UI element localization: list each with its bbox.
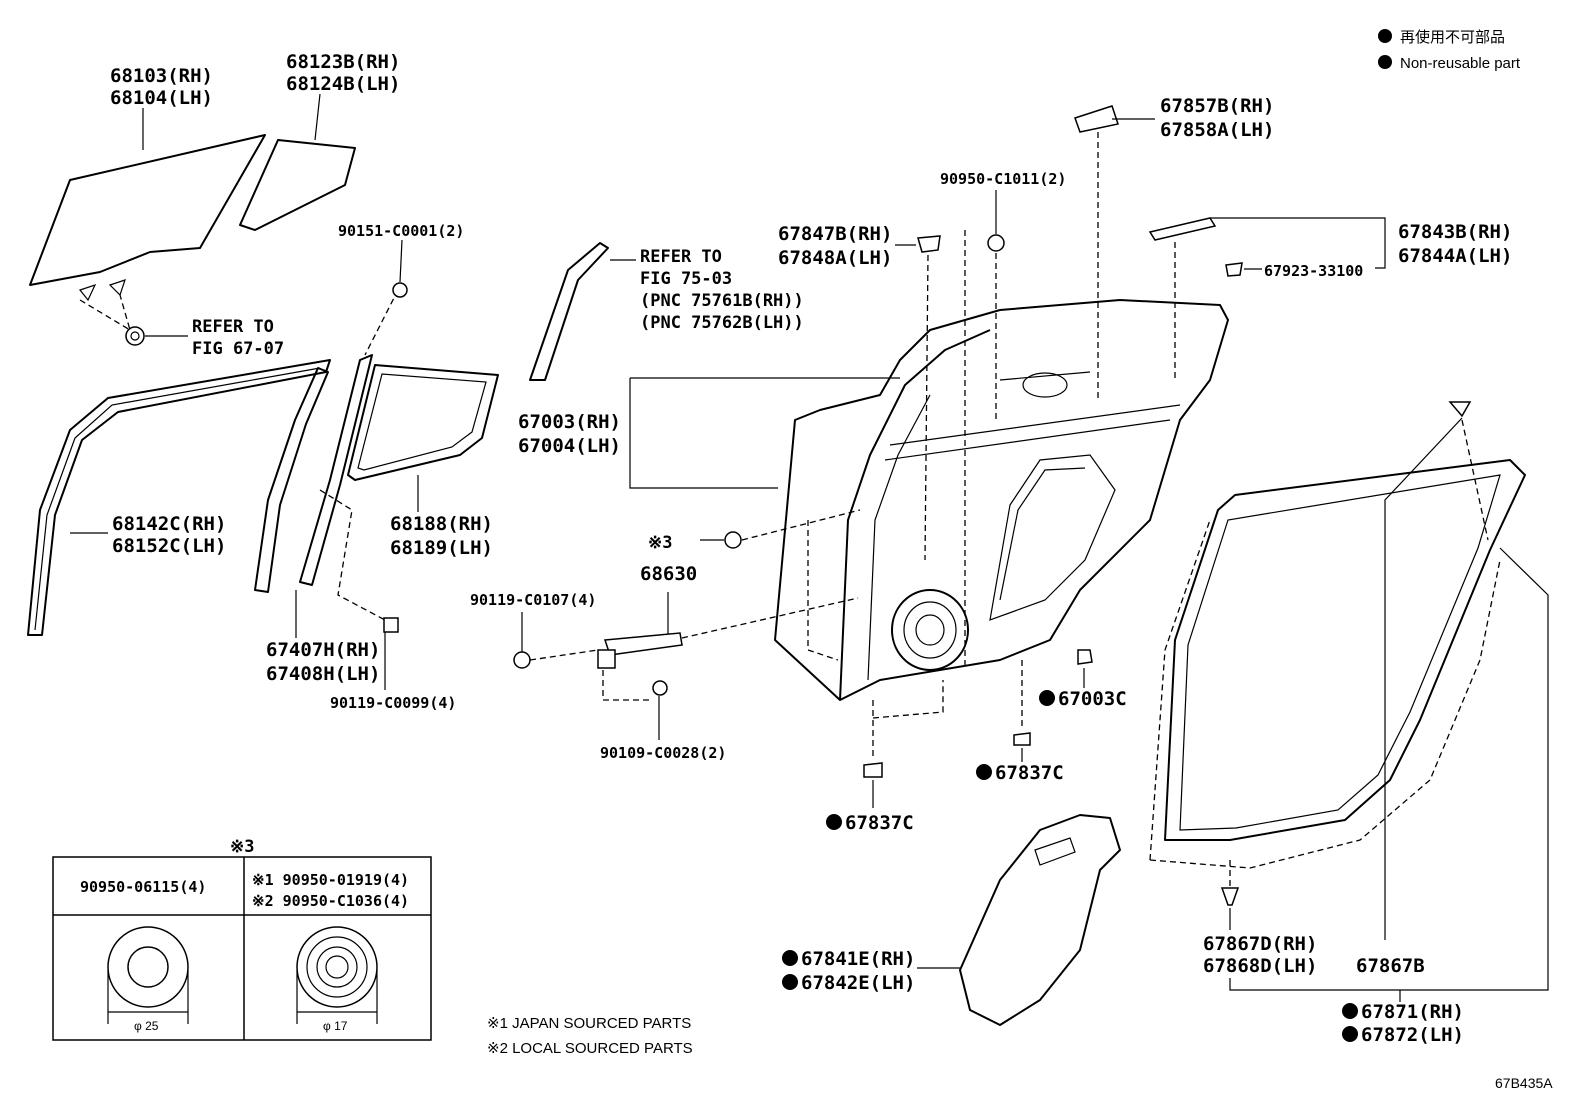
legend-japanese: 再使用不可部品 — [1400, 29, 1505, 46]
service-hole-cover-drawing — [959, 814, 1121, 1026]
label-67867b: 67867B — [1356, 955, 1425, 977]
note-japan-sourced: ※1 JAPAN SOURCED PARTS — [487, 1015, 691, 1032]
note-local-sourced: ※2 LOCAL SOURCED PARTS — [487, 1040, 693, 1057]
label-67843b: 67843B(RH) — [1398, 221, 1512, 243]
label-67842e: 67842E(LH) — [801, 972, 915, 994]
garnish-drawing — [529, 242, 609, 381]
label-67841e: 67841E(RH) — [801, 948, 915, 970]
label-67867d: 67867D(RH) — [1203, 933, 1317, 955]
rear-door-drawing — [774, 299, 1229, 701]
label-67923: 67923-33100 — [1264, 262, 1363, 280]
non-reusable-dot-icon — [1342, 1026, 1358, 1042]
part-labels: 68103(RH) 68104(LH) 68123B(RH) 68124B(LH… — [110, 51, 1512, 1046]
label-refer2b: FIG 75-03 — [640, 269, 732, 289]
run-channel-drawing — [27, 359, 331, 636]
legend: 再使用不可部品 Non-reusable part — [1378, 29, 1521, 72]
legend-dot-icon — [1378, 55, 1392, 69]
label-90119-c0107: 90119-C0107(4) — [470, 591, 596, 609]
label-90109: 90109-C0028(2) — [600, 744, 726, 762]
inset-col2-dim: φ 17 — [323, 1019, 348, 1033]
non-reusable-dot-icon — [1342, 1003, 1358, 1019]
label-67837c-b: 67837C — [995, 762, 1064, 784]
label-68152c: 68152C(LH) — [112, 535, 226, 557]
label-67847b: 67847B(RH) — [778, 223, 892, 245]
non-reusable-dot-icon — [826, 814, 842, 830]
label-68188: 68188(RH) — [390, 513, 493, 535]
label-68142c: 68142C(RH) — [112, 513, 226, 535]
label-refer1a: REFER TO — [192, 317, 274, 337]
label-67857b: 67857B(RH) — [1160, 95, 1274, 117]
label-67004: 67004(LH) — [518, 435, 621, 457]
inset-col2-part2: ※2 90950-C1036(4) — [252, 892, 409, 910]
label-67407h: 67407H(RH) — [266, 639, 380, 661]
label-67871: 67871(RH) — [1361, 1001, 1464, 1023]
small-parts-drawing — [513, 105, 1243, 906]
label-refer2c: (PNC 75761B(RH)) — [640, 291, 804, 311]
label-67003c: 67003C — [1058, 688, 1127, 710]
label-67868d: 67868D(LH) — [1203, 955, 1317, 977]
label-67848a: 67848A(LH) — [778, 247, 892, 269]
inset-table: ※3 90950-06115(4) ※1 90950-01919(4) ※2 9… — [52, 837, 432, 1041]
inset-title: ※3 — [230, 837, 254, 857]
label-90119-c0099: 90119-C0099(4) — [330, 694, 456, 712]
label-refer1b: FIG 67-07 — [192, 339, 284, 359]
label-67837c-a: 67837C — [845, 812, 914, 834]
label-67858a: 67858A(LH) — [1160, 119, 1274, 141]
figure-id: 67B435A — [1495, 1075, 1553, 1091]
label-90151: 90151-C0001(2) — [338, 222, 464, 240]
label-refer2d: (PNC 75762B(LH)) — [640, 313, 804, 333]
footnotes: ※1 JAPAN SOURCED PARTS ※2 LOCAL SOURCED … — [487, 1015, 693, 1057]
label-67003: 67003(RH) — [518, 411, 621, 433]
label-refer2a: REFER TO — [640, 247, 722, 267]
non-reusable-dot-icon — [1039, 690, 1055, 706]
label-67844a: 67844A(LH) — [1398, 245, 1512, 267]
label-68123b: 68123B(RH) — [286, 51, 400, 73]
inset-col2-part1: ※1 90950-01919(4) — [252, 871, 409, 889]
label-68124b: 68124B(LH) — [286, 73, 400, 95]
label-68104: 68104(LH) — [110, 87, 213, 109]
label-68630: 68630 — [640, 563, 697, 585]
inset-col1-part: 90950-06115(4) — [80, 878, 206, 896]
legend-english: Non-reusable part — [1400, 55, 1521, 72]
weatherstrip-drawing — [1149, 401, 1526, 869]
label-67872: 67872(LH) — [1361, 1024, 1464, 1046]
leader-lines — [70, 93, 1549, 1002]
door-glass-drawing — [29, 134, 356, 346]
label-90950-c1011: 90950-C1011(2) — [940, 170, 1066, 188]
non-reusable-dot-icon — [782, 974, 798, 990]
non-reusable-dot-icon — [782, 950, 798, 966]
non-reusable-dot-icon — [976, 764, 992, 780]
label-ref3: ※3 — [648, 533, 672, 553]
legend-dot-icon — [1378, 29, 1392, 43]
inset-col1-dim: φ 25 — [134, 1019, 159, 1033]
label-67408h: 67408H(LH) — [266, 663, 380, 685]
label-68189: 68189(LH) — [390, 537, 493, 559]
quarter-window-drawing — [299, 282, 499, 633]
label-68103: 68103(RH) — [110, 65, 213, 87]
